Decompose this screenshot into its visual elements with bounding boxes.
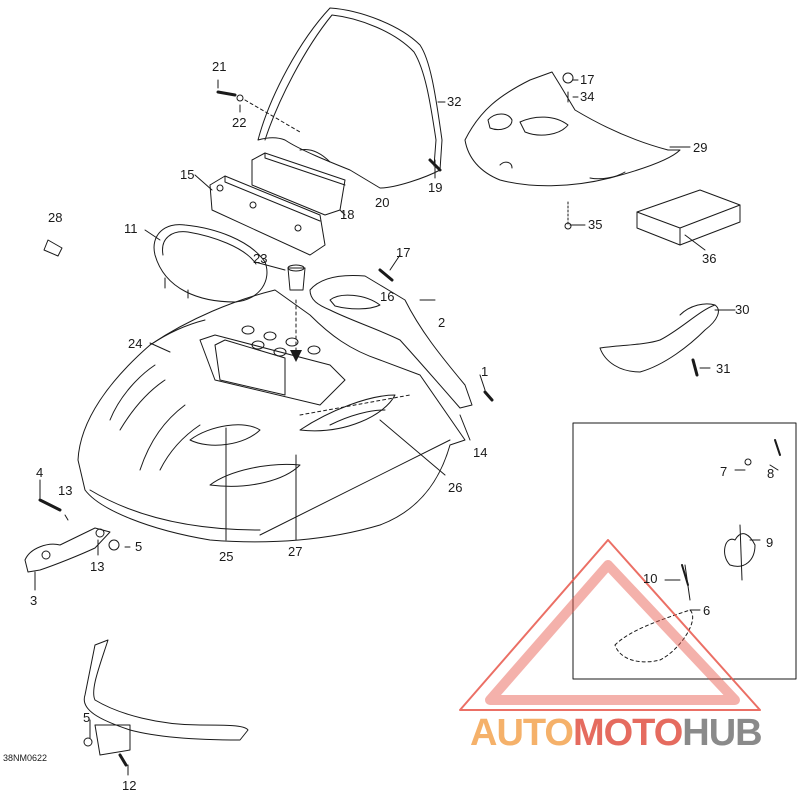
windshield-part	[257, 7, 443, 189]
bumper-fairing-part	[599, 303, 719, 373]
callout: 25	[219, 549, 234, 564]
plug-part	[287, 264, 306, 291]
leader-lines	[34, 79, 779, 776]
watermark-logo-part: AUTO	[470, 712, 574, 754]
side-panel-part	[309, 275, 473, 409]
callout: 18	[340, 207, 355, 222]
callout: 17	[580, 72, 595, 87]
callout: 1	[481, 364, 489, 379]
fasteners	[38, 72, 781, 767]
callout: 12	[122, 778, 137, 793]
callout: 35	[588, 217, 603, 232]
foam-pad-part	[636, 189, 741, 246]
callout: 5	[83, 710, 91, 725]
callout: 22	[232, 115, 247, 130]
callout: 27	[288, 544, 303, 559]
callout: 8	[767, 466, 775, 481]
callout: 23	[253, 251, 268, 266]
watermark-logo: AUTOMOTOHUB	[470, 712, 763, 755]
callout: 28	[48, 210, 63, 225]
callout: 4	[36, 465, 44, 480]
watermark-logo-part: HUB	[682, 712, 762, 754]
callout: 26	[448, 480, 463, 495]
callout: 31	[716, 361, 731, 376]
callout: 7	[720, 464, 728, 479]
watermark-logo-part: MOTO	[572, 712, 683, 754]
callout: 21	[212, 59, 227, 74]
arrow-marker	[290, 350, 302, 362]
bracket-part	[24, 527, 111, 573]
callout: 11	[124, 221, 138, 236]
callout: 3	[30, 593, 38, 608]
callout: 19	[428, 180, 443, 195]
callout: 32	[447, 94, 462, 109]
callout: 36	[702, 251, 717, 266]
callout: 14	[473, 445, 488, 460]
callout: 24	[128, 336, 143, 351]
callout: 13	[90, 559, 105, 574]
callout: 9	[766, 535, 774, 550]
drawing-code: 38NM0622	[3, 753, 48, 763]
callout: 29	[693, 140, 708, 155]
callout: 20	[375, 195, 390, 210]
lower-frame-part	[83, 639, 249, 756]
callout: 10	[643, 571, 658, 586]
callout: 15	[180, 167, 195, 182]
seat-pad-part	[153, 224, 268, 303]
callout: 13	[58, 483, 73, 498]
callout: 5	[135, 539, 143, 554]
callout: 16	[380, 289, 395, 304]
callout: 2	[438, 315, 446, 330]
instrument-housing-part	[209, 175, 326, 256]
hood-panel-part	[464, 71, 681, 187]
callout: 6	[703, 603, 711, 618]
callout: 30	[735, 302, 750, 317]
hood-body-part	[77, 289, 466, 543]
callout: 34	[580, 89, 595, 104]
callout: 17	[396, 245, 411, 260]
watermark-logo-triangle	[459, 539, 761, 711]
